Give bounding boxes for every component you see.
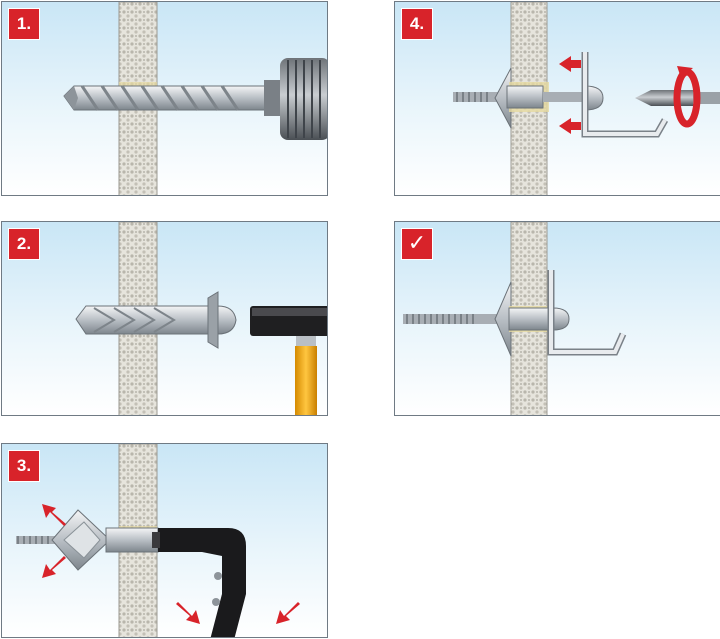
step-done-illustration bbox=[403, 222, 627, 415]
step-2-illustration bbox=[75, 222, 327, 415]
step-3-badge: 3. bbox=[9, 451, 39, 481]
step-1-panel: 1. bbox=[1, 1, 328, 196]
push-arrow-top-icon bbox=[559, 56, 581, 72]
step-done-panel: ✓ bbox=[394, 221, 720, 416]
drill-chuck-icon bbox=[264, 58, 327, 140]
expand-arrow-down-icon bbox=[42, 556, 66, 578]
rotation-arrow-icon bbox=[673, 66, 701, 128]
checkmark-icon: ✓ bbox=[402, 229, 432, 259]
hollow-wall-anchor-icon bbox=[75, 291, 237, 349]
hook-bracket-icon bbox=[547, 270, 627, 356]
squeeze-arrow-left-icon bbox=[176, 602, 200, 624]
hollow-wall-anchor-icon bbox=[16, 509, 159, 571]
step-2-panel: 2. bbox=[1, 221, 328, 416]
step-1-illustration bbox=[63, 2, 327, 195]
squeeze-arrow-right-icon bbox=[276, 602, 300, 624]
step-2-badge: 2. bbox=[9, 229, 39, 259]
step-4-illustration bbox=[453, 2, 720, 195]
step-4-panel: 4. bbox=[394, 1, 720, 196]
step-3-panel: 3. bbox=[1, 443, 328, 638]
step-4-badge: 4. bbox=[402, 9, 432, 39]
hollow-wall-anchor-icon bbox=[453, 67, 604, 129]
hook-bracket-icon bbox=[581, 52, 669, 138]
hammer-icon bbox=[250, 306, 327, 415]
step-1-badge: 1. bbox=[9, 9, 39, 39]
step-3-illustration bbox=[16, 444, 300, 637]
drill-bit-icon bbox=[63, 85, 275, 111]
hollow-wall-anchor-icon bbox=[403, 281, 570, 357]
expand-arrow-up-icon bbox=[42, 504, 66, 526]
setting-tool-icon bbox=[152, 528, 246, 637]
push-arrow-bottom-icon bbox=[559, 118, 581, 134]
